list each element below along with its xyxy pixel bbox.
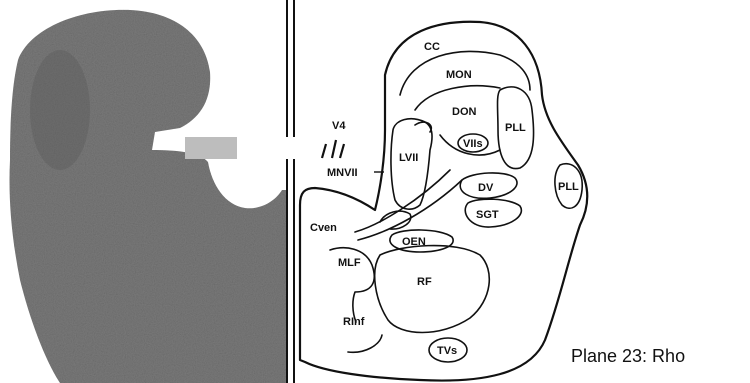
label-cven: Cven <box>310 222 337 234</box>
label-dv: DV <box>478 182 494 194</box>
lvii-notch <box>415 122 431 132</box>
label-sgt: SGT <box>476 209 499 221</box>
label-tvs: TVs <box>437 345 457 357</box>
label-pll-outer: PLL <box>558 181 579 193</box>
label-lvii: LVII <box>399 152 418 164</box>
label-pll-inner: PLL <box>505 122 526 134</box>
v4-marks <box>322 140 344 158</box>
label-rf: RF <box>417 276 432 288</box>
tissue-mask-box <box>185 137 237 159</box>
label-mnvii: MNVII <box>327 167 358 179</box>
plane-caption: Plane 23: Rho <box>571 346 685 366</box>
label-mon: MON <box>446 69 472 81</box>
rinf-boundary <box>348 335 382 352</box>
rf-region <box>375 246 490 333</box>
label-viis: VIIs <box>463 138 483 150</box>
label-rinf: RInf <box>343 316 365 328</box>
label-mlf: MLF <box>338 257 361 269</box>
label-oen: OEN <box>402 236 426 248</box>
histology-section <box>9 10 286 383</box>
label-don: DON <box>452 106 477 118</box>
atlas-drawing: CC MON DON PLL PLL V4 LVII VIIs MNVII DV… <box>300 22 587 381</box>
label-v4: V4 <box>332 120 346 132</box>
label-cc: CC <box>424 41 440 53</box>
tissue-dark-band <box>30 50 90 170</box>
